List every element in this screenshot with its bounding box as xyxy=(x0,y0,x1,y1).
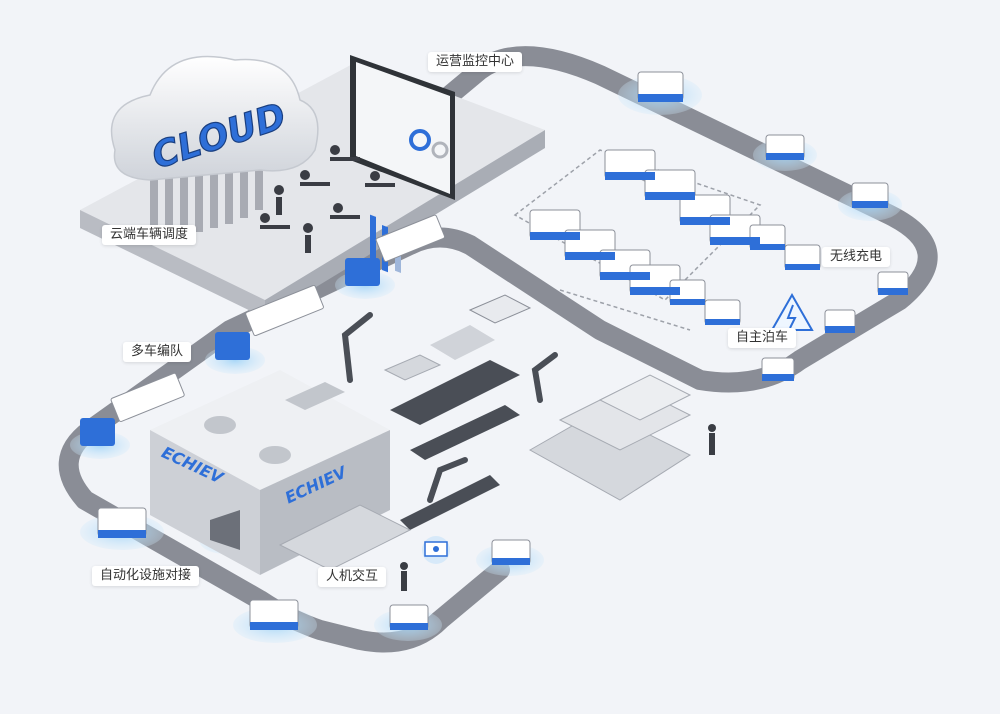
charging-icon xyxy=(770,292,814,331)
label-multi-vehicle: 多车编队 xyxy=(123,342,192,362)
vehicle xyxy=(877,271,909,295)
truck-platoon xyxy=(70,214,446,459)
vehicle xyxy=(824,309,856,333)
person-hmi xyxy=(400,562,408,591)
vehicle xyxy=(761,357,795,381)
vehicle xyxy=(753,134,817,171)
person xyxy=(708,424,716,455)
conveyor-system xyxy=(390,325,520,530)
cloud-icon xyxy=(110,55,319,236)
label-ops-center: 运营监控中心 xyxy=(428,52,523,72)
label-auto-docking: 自动化设施对接 xyxy=(92,566,200,586)
agv-top xyxy=(468,294,532,324)
vehicle xyxy=(476,539,544,576)
vehicle xyxy=(374,604,442,641)
vehicle xyxy=(838,182,902,221)
pallet-stacks xyxy=(278,354,692,571)
vehicle xyxy=(618,71,702,115)
operators xyxy=(260,145,395,253)
parked-vehicles xyxy=(529,149,821,325)
label-wireless-charging: 无线充电 xyxy=(822,247,891,267)
warehouse xyxy=(150,370,390,575)
vehicle xyxy=(233,599,317,643)
hmi-terminal xyxy=(422,536,450,564)
label-hmi: 人机交互 xyxy=(318,567,387,587)
robot-arm xyxy=(341,312,558,503)
label-auto-parking: 自主泊车 xyxy=(728,328,797,348)
vehicle xyxy=(80,507,164,550)
label-cloud-dispatch: 云端车辆调度 xyxy=(102,225,197,245)
